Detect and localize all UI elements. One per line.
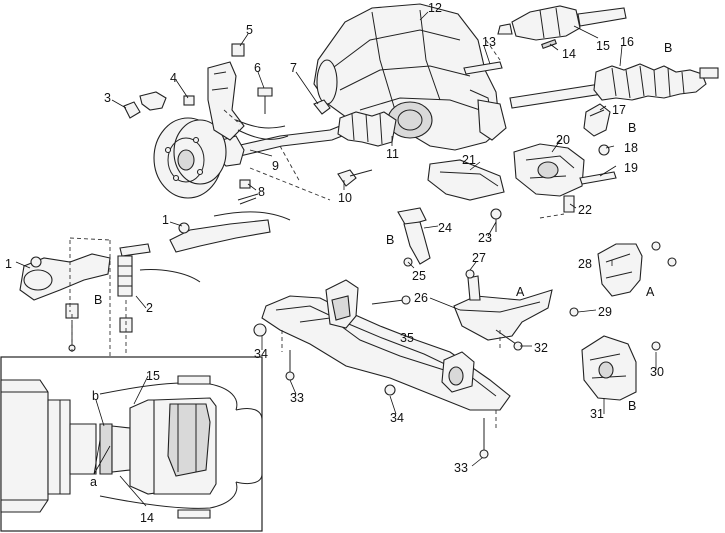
callout-30: 30 (650, 365, 664, 379)
letter-b-inset: b (92, 389, 99, 403)
callout-34-right: 34 (390, 411, 404, 425)
letter-a-mount28: A (646, 285, 655, 299)
callout-3: 3 (104, 91, 111, 105)
callout-7: 7 (290, 61, 297, 75)
callout-33-right: 33 (454, 461, 468, 475)
callout-6: 6 (254, 61, 261, 75)
callout-19: 19 (624, 161, 638, 175)
callout-22: 22 (578, 203, 592, 217)
callout-35: 35 (400, 331, 414, 345)
callout-27: 27 (472, 251, 486, 265)
callout-11: 11 (386, 147, 399, 161)
callout-32: 32 (534, 341, 548, 355)
mount-31 (581, 335, 661, 401)
engine-mount-brackets (427, 103, 617, 232)
front-subframe (253, 279, 511, 459)
small-fasteners-top (123, 43, 503, 205)
callout-9: 9 (272, 159, 279, 173)
callout-12: 12 (428, 1, 442, 15)
callout-14: 14 (562, 47, 576, 61)
letter-b-mount24: B (386, 233, 394, 247)
alignment-lines (69, 39, 565, 430)
callout-31: 31 (590, 407, 604, 421)
letter-b-top: B (664, 41, 672, 55)
letter-a-inset: a (90, 475, 97, 489)
inset-detail (0, 356, 263, 532)
mount-26 (453, 269, 579, 351)
letter-b-mount31: B (628, 399, 636, 413)
inner-joint-assembly (497, 5, 627, 49)
letter-a-mount26: A (516, 285, 525, 299)
callout-14-inset: 14 (140, 511, 154, 525)
callout-16: 16 (620, 35, 634, 49)
callout-18: 18 (624, 141, 638, 155)
callout-23: 23 (478, 231, 492, 245)
callout-15: 15 (596, 39, 610, 53)
letter-b-arm: B (94, 293, 102, 307)
lower-arm-assembly (19, 211, 291, 352)
left-driveshaft (215, 111, 397, 167)
callout-4: 4 (170, 71, 177, 85)
callout-13: 13 (482, 35, 496, 49)
callout-26: 26 (414, 291, 428, 305)
callout-20: 20 (556, 133, 570, 147)
callout-28: 28 (578, 257, 592, 271)
callout-17: 17 (612, 103, 626, 117)
callout-29: 29 (598, 305, 612, 319)
mount-24-25 (397, 207, 431, 267)
callout-33-left: 33 (290, 391, 304, 405)
callout-10: 10 (338, 191, 352, 205)
callout-1-lower: 1 (5, 257, 12, 271)
callout-8: 8 (258, 185, 265, 199)
callout-1-upper: 1 (162, 213, 169, 227)
callout-34-left: 34 (254, 347, 268, 361)
callout-labels: 1 1 2 3 4 5 6 7 8 9 10 11 12 13 14 15 16… (5, 1, 672, 525)
right-driveshaft (509, 63, 719, 109)
leader-lines (15, 11, 657, 467)
callout-21: 21 (462, 153, 476, 167)
callout-25: 25 (412, 269, 426, 283)
callout-2: 2 (146, 301, 153, 315)
callout-24: 24 (438, 221, 452, 235)
callout-15-inset: 15 (146, 369, 160, 383)
mount-28 (597, 241, 677, 297)
letter-b-bracket: B (628, 121, 636, 135)
hub-and-knuckle (153, 61, 289, 199)
callout-5: 5 (246, 23, 253, 37)
